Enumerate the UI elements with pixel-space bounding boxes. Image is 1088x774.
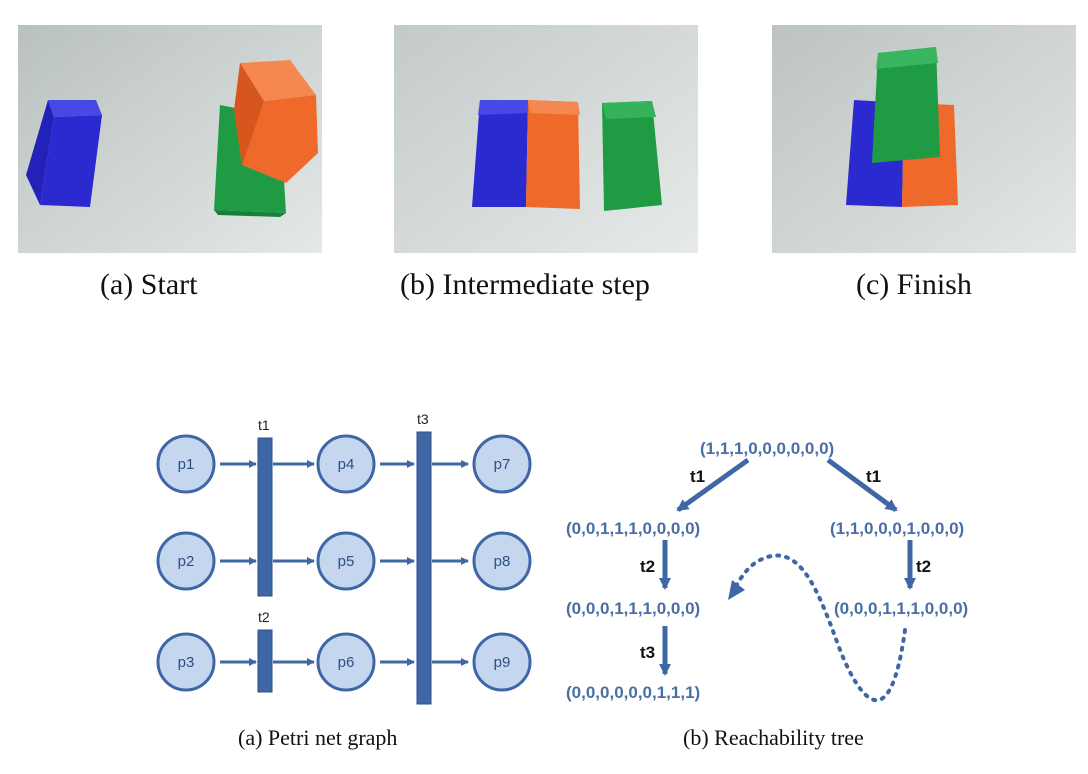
transition-label: t2	[258, 609, 270, 625]
edge-label: t1	[690, 467, 705, 486]
caption-intermediate: (b) Intermediate step	[400, 268, 650, 301]
place-label: p8	[494, 553, 511, 570]
place-p5	[316, 531, 376, 591]
place-label: p4	[338, 456, 355, 473]
place-label: p9	[494, 654, 511, 671]
place-p2	[156, 531, 216, 591]
green-block	[602, 101, 662, 211]
tree-node: (1,1,0,0,0,1,0,0,0)	[830, 519, 964, 538]
place-label: p3	[178, 654, 195, 671]
place-label: p2	[178, 553, 195, 570]
transition-t2	[257, 629, 273, 693]
place-p1	[156, 434, 216, 494]
tree-node: (0,0,0,1,1,1,0,0,0)	[566, 599, 700, 618]
photo-intermediate	[394, 25, 698, 253]
transition-label: t1	[258, 417, 270, 433]
reachability-tree: t1 t1 t2 t2 t3 (1,1,1,0,0,0,0,0,0) (0,0,…	[566, 439, 968, 703]
petri-net-graph: t1 t2 t3 p1 p2 p3 p4 p5 p6 p7 p8 p9	[156, 411, 532, 705]
edge-label: t3	[640, 643, 655, 662]
tree-node: (0,0,0,0,0,0,1,1,1)	[566, 683, 700, 702]
place-label: p1	[178, 456, 195, 473]
photo-finish	[772, 25, 1076, 253]
orange-block	[234, 60, 318, 183]
green-block	[872, 47, 940, 163]
edge-label: t1	[866, 467, 881, 486]
tree-node: (1,1,1,0,0,0,0,0,0)	[700, 439, 834, 458]
loop-arrowhead	[728, 580, 745, 600]
caption-finish: (c) Finish	[856, 268, 972, 301]
caption-start: (a) Start	[100, 268, 198, 301]
place-p7	[472, 434, 532, 494]
caption-petri: (a) Petri net graph	[238, 725, 398, 750]
transition-t1	[257, 437, 273, 597]
orange-block	[526, 100, 580, 209]
edge-label: t2	[916, 557, 931, 576]
edge-label: t2	[640, 557, 655, 576]
photo-start	[18, 25, 322, 253]
tree-node: (0,0,1,1,1,0,0,0,0)	[566, 519, 700, 538]
place-p3	[156, 632, 216, 692]
place-p8	[472, 531, 532, 591]
place-label: p6	[338, 654, 355, 671]
blue-block	[26, 100, 102, 207]
caption-tree: (b) Reachability tree	[683, 725, 864, 750]
blue-block	[472, 100, 530, 207]
place-p9	[472, 632, 532, 692]
place-label: p7	[494, 456, 511, 473]
place-p4	[316, 434, 376, 494]
transition-t3	[416, 431, 432, 705]
loop-edge	[733, 553, 907, 703]
tree-node: (0,0,0,1,1,1,0,0,0)	[834, 599, 968, 618]
place-label: p5	[338, 553, 355, 570]
transition-label: t3	[417, 411, 429, 427]
place-p6	[316, 632, 376, 692]
